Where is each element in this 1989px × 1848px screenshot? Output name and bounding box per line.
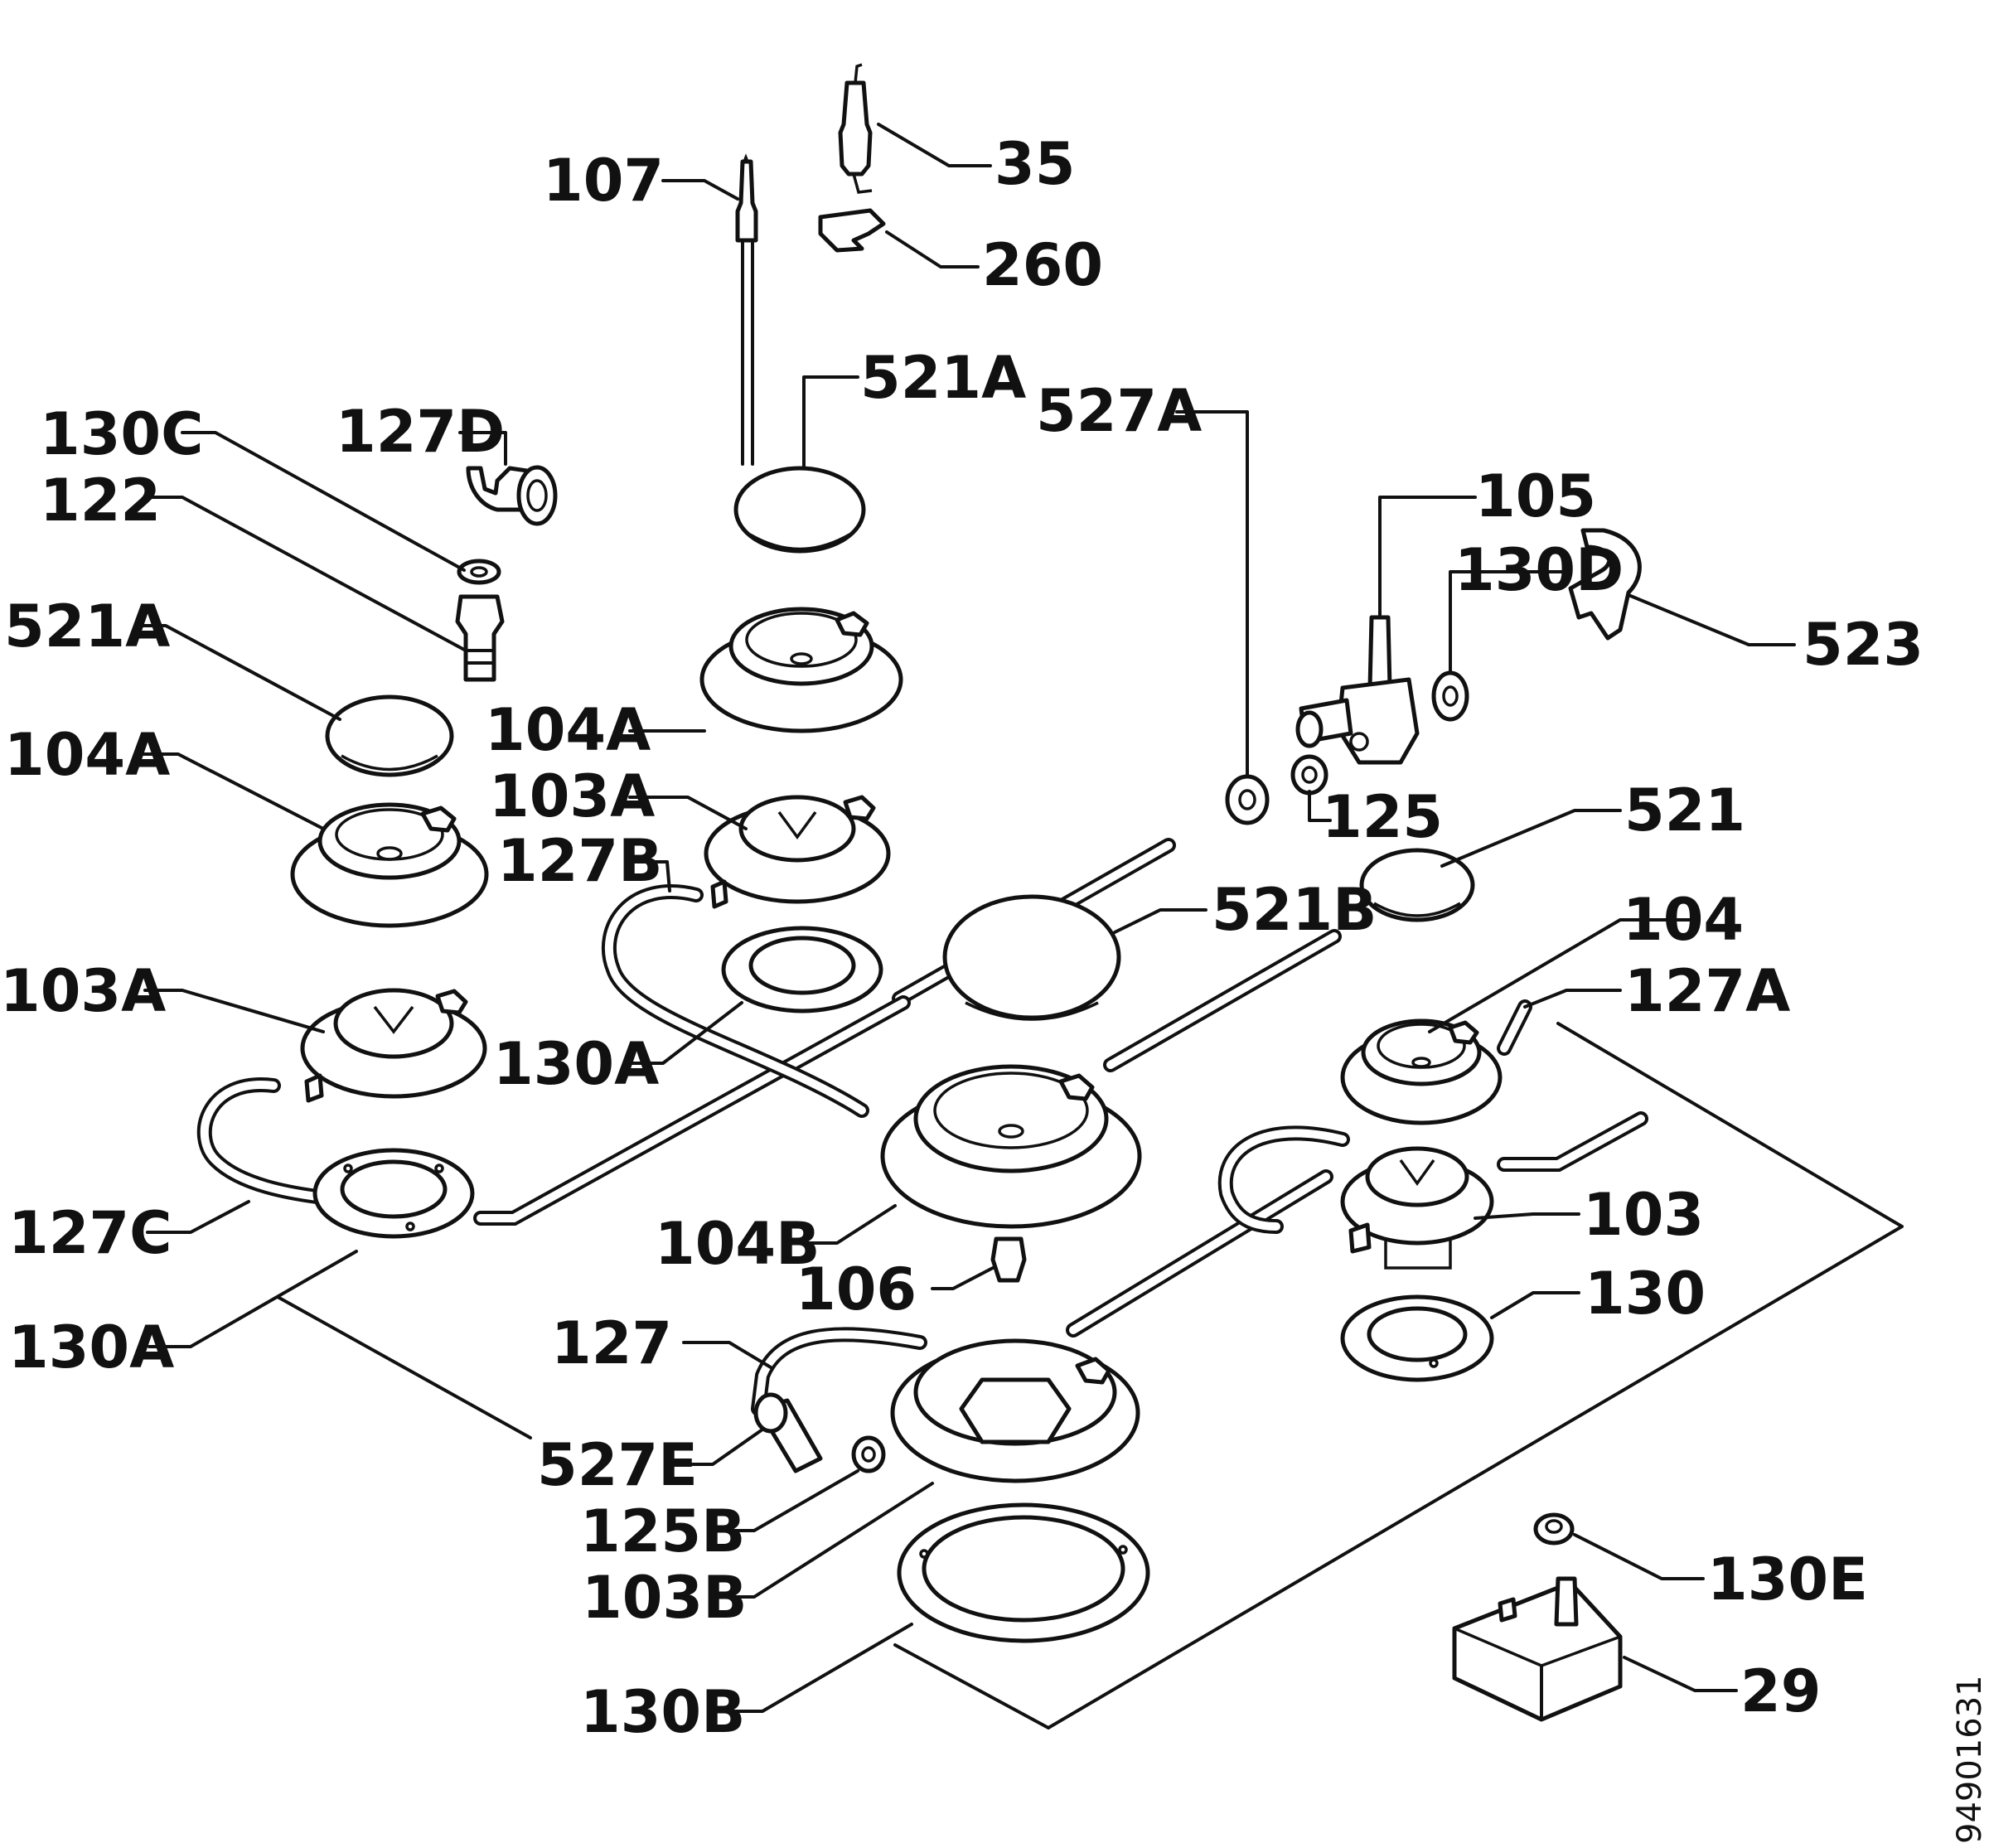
label-122: 122	[40, 467, 161, 535]
nipple-122	[455, 594, 505, 682]
label-29: 29	[1740, 1657, 1821, 1725]
clip-260	[818, 208, 886, 253]
label-130: 130	[1585, 1260, 1706, 1328]
label-521: 521	[1624, 776, 1745, 844]
label-127b: 127B	[497, 827, 662, 895]
gas-pipes	[196, 838, 1648, 1416]
label-103b: 103B	[582, 1564, 747, 1632]
elbow-fitting-127d	[466, 465, 558, 526]
burner-cap-521b	[942, 894, 1121, 1021]
burner-104b	[880, 1064, 1142, 1229]
label-103a-mid: 103A	[489, 762, 655, 830]
nozzle-125	[1290, 754, 1328, 796]
label-127d: 127D	[336, 398, 505, 466]
label-521a-left: 521A	[4, 593, 170, 660]
washer-130c	[457, 559, 501, 585]
burner-103	[1340, 1146, 1494, 1270]
gas-valve-105	[1295, 615, 1420, 765]
label-130e: 130E	[1707, 1546, 1868, 1613]
label-521b: 521B	[1212, 876, 1377, 944]
label-130a-mid: 130A	[493, 1030, 659, 1098]
document-number: 94901631	[1951, 1675, 1989, 1844]
burner-104a-top	[699, 607, 903, 733]
label-107: 107	[543, 147, 664, 215]
label-260: 260	[982, 231, 1103, 299]
label-130b: 130B	[580, 1678, 745, 1746]
burner-104	[1340, 1018, 1503, 1125]
label-527e: 527E	[537, 1431, 698, 1499]
label-103a-left: 103A	[0, 957, 166, 1025]
label-103: 103	[1583, 1181, 1704, 1249]
label-106: 106	[796, 1255, 917, 1323]
seal-ring-130	[1340, 1294, 1494, 1382]
label-523: 523	[1803, 611, 1924, 679]
injector-106	[990, 1236, 1027, 1283]
label-127: 127	[551, 1309, 672, 1377]
nozzle-125b	[851, 1435, 886, 1473]
label-104a-mid: 104A	[485, 696, 651, 764]
seal-ring-130b	[897, 1502, 1150, 1643]
label-127a: 127A	[1624, 957, 1790, 1025]
label-127c: 127C	[8, 1199, 172, 1267]
nut-527a	[1225, 774, 1270, 825]
burner-103a-left	[300, 988, 487, 1103]
label-130c: 130C	[40, 400, 204, 468]
burner-103a-mid	[704, 795, 891, 909]
leader-lines	[135, 123, 1796, 1713]
seal-ring-130a-low	[312, 1148, 475, 1239]
burner-cap-521a-left	[325, 694, 454, 777]
burner-cap-521	[1359, 848, 1475, 922]
burner-104a-left	[290, 802, 489, 928]
connector-527e	[753, 1392, 823, 1473]
seal-ring-130a-mid	[721, 926, 883, 1013]
part-labels: 35 107 260 521A 527A 130C 127D 122 105 1…	[0, 130, 1924, 1746]
label-125b: 125B	[580, 1497, 745, 1565]
label-35: 35	[994, 130, 1075, 198]
label-130d: 130D	[1454, 536, 1624, 604]
burner-103b	[890, 1338, 1140, 1483]
ignition-unit-29	[1452, 1576, 1623, 1722]
label-105: 105	[1475, 462, 1596, 530]
spark-plug-35	[838, 63, 873, 194]
burner-cap-521a-top	[733, 466, 866, 554]
hob-outline	[276, 1022, 1904, 1729]
label-104: 104	[1623, 886, 1744, 954]
label-130a-low: 130A	[8, 1313, 174, 1381]
washer-130d	[1431, 670, 1469, 722]
label-125: 125	[1322, 783, 1443, 851]
label-104b: 104B	[655, 1210, 820, 1278]
label-521a-top: 521A	[860, 344, 1026, 412]
parts	[290, 63, 1642, 1722]
thermocouple-107	[735, 153, 758, 466]
label-104a-left: 104A	[4, 721, 170, 789]
bush-130e	[1533, 1512, 1575, 1546]
bracket-523	[1568, 528, 1642, 641]
label-527a: 527A	[1036, 377, 1202, 445]
